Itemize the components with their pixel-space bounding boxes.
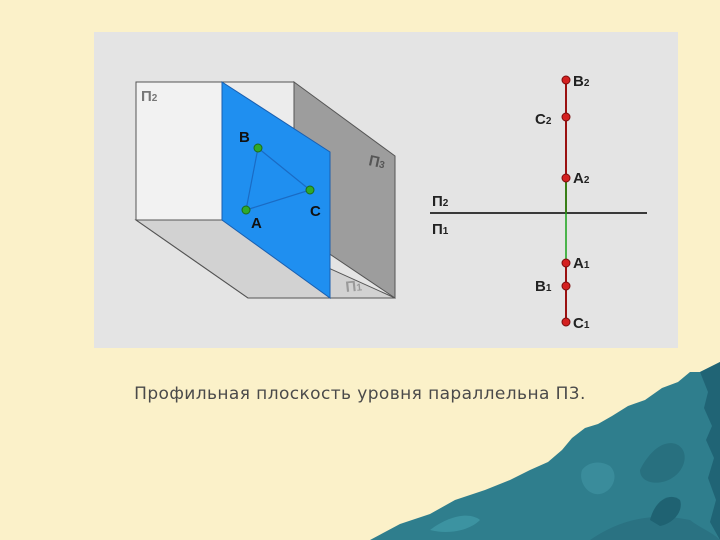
- point-b1: [561, 281, 571, 291]
- point-a-label: A: [251, 215, 262, 232]
- plane-label-p3: П3: [367, 152, 387, 172]
- profile-level-plane: [221, 81, 331, 299]
- point-a2: [561, 173, 571, 183]
- label-c2: C2: [535, 111, 552, 128]
- model-edge: [135, 219, 249, 299]
- plane-label-p1: П1: [345, 277, 363, 296]
- point-a-3d: [241, 205, 251, 215]
- slide-caption: Профильная плоскость уровня параллельна …: [134, 384, 586, 404]
- point-b-label: B: [239, 129, 250, 146]
- label-a1: A1: [573, 255, 590, 272]
- label-a2: A2: [573, 170, 590, 187]
- label-b2: B2: [573, 73, 590, 90]
- point-c-3d: [305, 185, 315, 195]
- label-b1: B1: [535, 278, 552, 295]
- axis-label-p1: П1: [432, 221, 449, 238]
- point-c1: [561, 317, 571, 327]
- point-a1: [561, 258, 571, 268]
- plane-label-p2: П2: [141, 88, 158, 105]
- point-c2: [561, 112, 571, 122]
- point-b2: [561, 75, 571, 85]
- axis-label-p2: П2: [432, 193, 449, 210]
- wave-decoration: [370, 362, 720, 540]
- point-b-3d: [253, 143, 263, 153]
- label-c1: C1: [573, 315, 590, 332]
- three-plane-model: B A C П2 П3 П1: [134, 81, 396, 299]
- point-c-label: C: [310, 203, 321, 220]
- triangle-abc: [245, 146, 312, 211]
- epure-drawing: B2 C2 A2 A1 B1 C1 П2 П1: [430, 73, 647, 332]
